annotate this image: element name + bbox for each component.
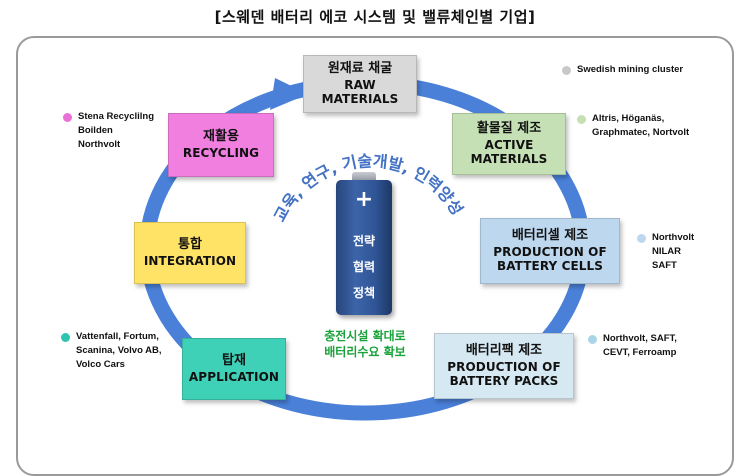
battery-cells-en: PRODUCTION OF BATTERY CELLS <box>493 245 607 273</box>
raw-materials-en: RAW MATERIALS <box>321 78 399 106</box>
battery-cells-ko: 배터리셀 제조 <box>511 227 589 243</box>
battery-packs-en: PRODUCTION OF BATTERY PACKS <box>447 360 561 388</box>
cells-legend-dot <box>637 234 646 243</box>
page-title: [스웨덴 배터리 에코 시스템 및 밸류체인별 기업] <box>214 8 536 26</box>
charging-caption: 충전시설 확대로 배터리수요 확보 <box>290 328 440 360</box>
battery-packs-box: 배터리팩 제조 PRODUCTION OF BATTERY PACKS <box>434 333 574 399</box>
active-materials-ko: 활물질 제조 <box>476 120 542 136</box>
charging-caption-line2: 배터리수요 확보 <box>324 345 406 360</box>
recycling-ko: 재활용 <box>203 128 239 144</box>
recycling-legend-dot <box>63 113 72 122</box>
application-box: 탑재 APPLICATION <box>182 338 286 400</box>
packs-legend-text: Northvolt, SAFT, CEVT, Ferroamp <box>603 333 677 358</box>
application-legend-text: Vattenfall, Fortum, Scanina, Volvo AB, V… <box>76 331 162 370</box>
raw-legend-text: Swedish mining cluster <box>577 64 684 75</box>
battery-plus-sign: + <box>354 187 374 212</box>
charging-caption-line1: 충전시설 확대로 <box>324 329 406 343</box>
integration-ko: 통합 <box>178 236 202 252</box>
battery-line-policy: 정책 <box>352 286 376 300</box>
application-en: APPLICATION <box>188 370 280 385</box>
raw-materials-box: 원재료 채굴 RAW MATERIALS <box>303 55 417 113</box>
active-materials-en: ACTIVE MATERIALS <box>470 138 548 166</box>
recycling-legend-text: Stena Recyclilng Boilden Northvolt <box>78 111 155 150</box>
integration-en: INTEGRATION <box>143 254 237 269</box>
battery-packs-ko: 배터리팩 제조 <box>465 342 543 358</box>
active-legend-text: Altris, Höganäs, Graphmatec, Nortvolt <box>592 113 690 138</box>
application-ko: 탑재 <box>222 352 246 368</box>
battery-line-strategy: 전략 <box>352 234 376 248</box>
application-legend-dot <box>61 333 70 342</box>
battery-line-cooperation: 협력 <box>352 260 376 274</box>
raw-legend-dot <box>562 66 571 75</box>
active-legend-dot <box>577 115 586 124</box>
packs-legend-dot <box>588 335 597 344</box>
cells-legend-text: Northvolt NILAR SAFT <box>652 232 695 271</box>
recycling-en: RECYCLING <box>182 146 260 161</box>
raw-materials-ko: 원재료 채굴 <box>327 60 393 76</box>
active-materials-box: 활물질 제조 ACTIVE MATERIALS <box>452 113 566 175</box>
cycle-arrowhead <box>270 78 308 110</box>
battery-cells-box: 배터리셀 제조 PRODUCTION OF BATTERY CELLS <box>480 218 620 284</box>
battery-icon <box>336 180 392 315</box>
recycling-box: 재활용 RECYCLING <box>168 113 274 177</box>
integration-box: 통합 INTEGRATION <box>134 222 246 284</box>
battery-cap <box>352 172 376 182</box>
